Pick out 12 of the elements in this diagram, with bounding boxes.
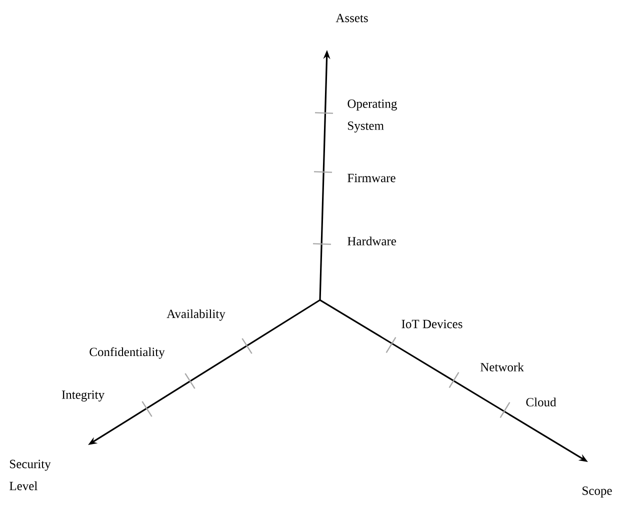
axis-label: Scope (582, 486, 612, 498)
axis-label: Security Level (10, 460, 51, 490)
tick-label: Operating System (348, 100, 397, 132)
tick-label: Network (480, 362, 524, 372)
axis-label: Assets (336, 14, 368, 22)
tick-label: Confidentiality (90, 347, 165, 359)
tick-label: Integrity (62, 390, 104, 402)
tick-label: Hardware (348, 236, 396, 246)
tick-label: Availability (166, 309, 226, 321)
tick-label: Cloud (526, 398, 556, 406)
tick-label: IoT Devices (402, 320, 462, 328)
tick-label: Firmware (348, 174, 396, 182)
